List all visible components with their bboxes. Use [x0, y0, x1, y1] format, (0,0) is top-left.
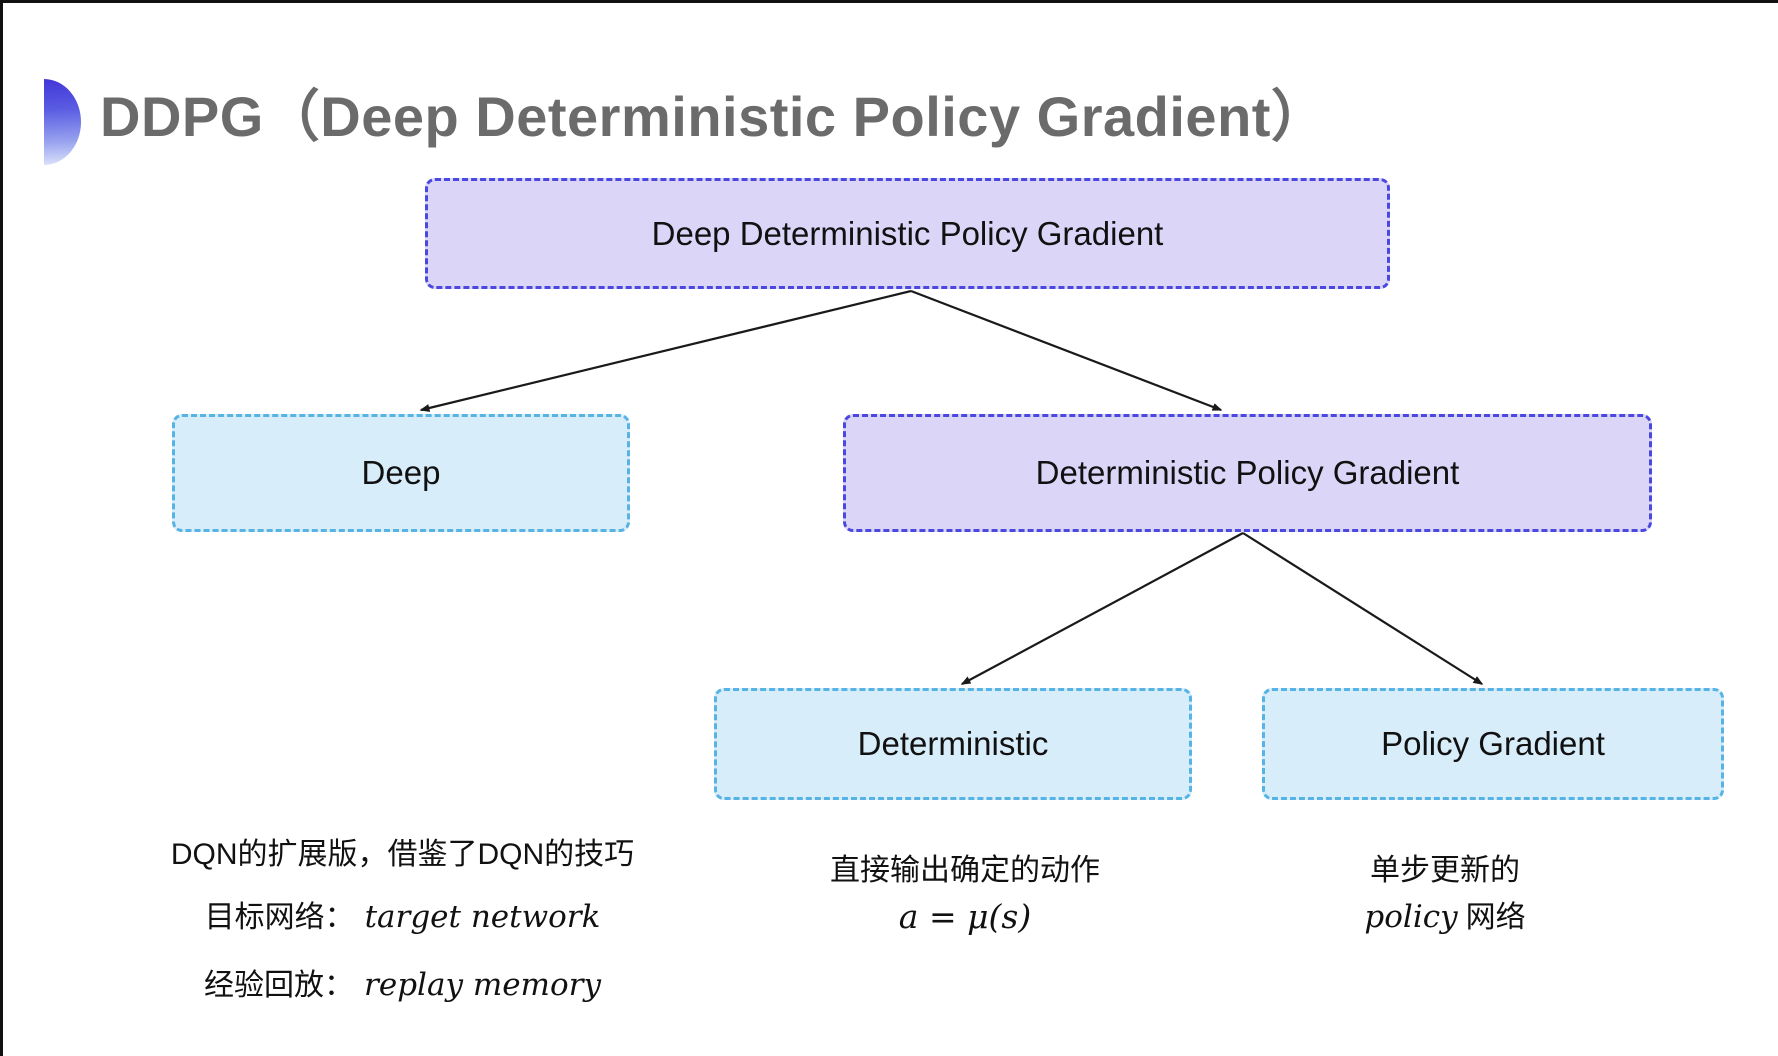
note-dqn-extension: DQN的扩展版，借鉴了DQN的技巧 目标网络： target network 经验… — [120, 836, 685, 1034]
note-line-deterministic-action: 直接输出确定的动作 — [830, 854, 1100, 887]
note-line-single-step: 单步更新的 — [1370, 854, 1520, 887]
policy-word: policy — [1364, 899, 1458, 935]
frame-border-left — [0, 0, 3, 1056]
formula-a-mu-s: a = μ(s) — [898, 897, 1032, 936]
page-title: DDPG（Deep Deterministic Policy Gradient） — [100, 85, 1328, 148]
target-network-term: target network — [364, 899, 601, 935]
arrow-root-to-deep — [419, 289, 912, 412]
node-deterministic-policy-gradient: Deterministic Policy Gradient — [843, 414, 1652, 532]
target-network-label: 目标网络： — [204, 901, 355, 934]
note-line-dqn: DQN的扩展版，借鉴了DQN的技巧 — [170, 838, 635, 871]
node-label: Deterministic Policy Gradient — [1035, 454, 1460, 491]
node-policy-gradient: Policy Gradient — [1262, 688, 1724, 800]
node-deep-deterministic-policy-gradient: Deep Deterministic Policy Gradient — [425, 178, 1390, 289]
arrow-dpg-to-policy-gradient — [1242, 532, 1484, 685]
frame-border-top — [0, 0, 1778, 3]
replay-memory-label: 经验回放： — [204, 969, 355, 1002]
title-bullet-icon — [44, 79, 81, 165]
node-label: Deep Deterministic Policy Gradient — [651, 214, 1164, 252]
arrow-root-to-dpg — [910, 289, 1223, 412]
note-line-replay-memory: 经验回放： replay memory — [120, 966, 685, 1010]
note-line-target-network: 目标网络： target network — [120, 898, 685, 942]
network-word: 网络 — [1465, 901, 1526, 934]
note-deterministic-action: 直接输出确定的动作 a = μ(s) — [745, 852, 1185, 936]
node-label: Deterministic — [857, 725, 1049, 762]
node-label: Policy Gradient — [1381, 725, 1605, 762]
node-deterministic: Deterministic — [714, 688, 1192, 800]
node-deep: Deep — [172, 414, 630, 532]
replay-memory-term: replay memory — [364, 967, 601, 1003]
node-label: Deep — [361, 454, 441, 491]
arrow-dpg-to-deterministic — [960, 532, 1244, 685]
